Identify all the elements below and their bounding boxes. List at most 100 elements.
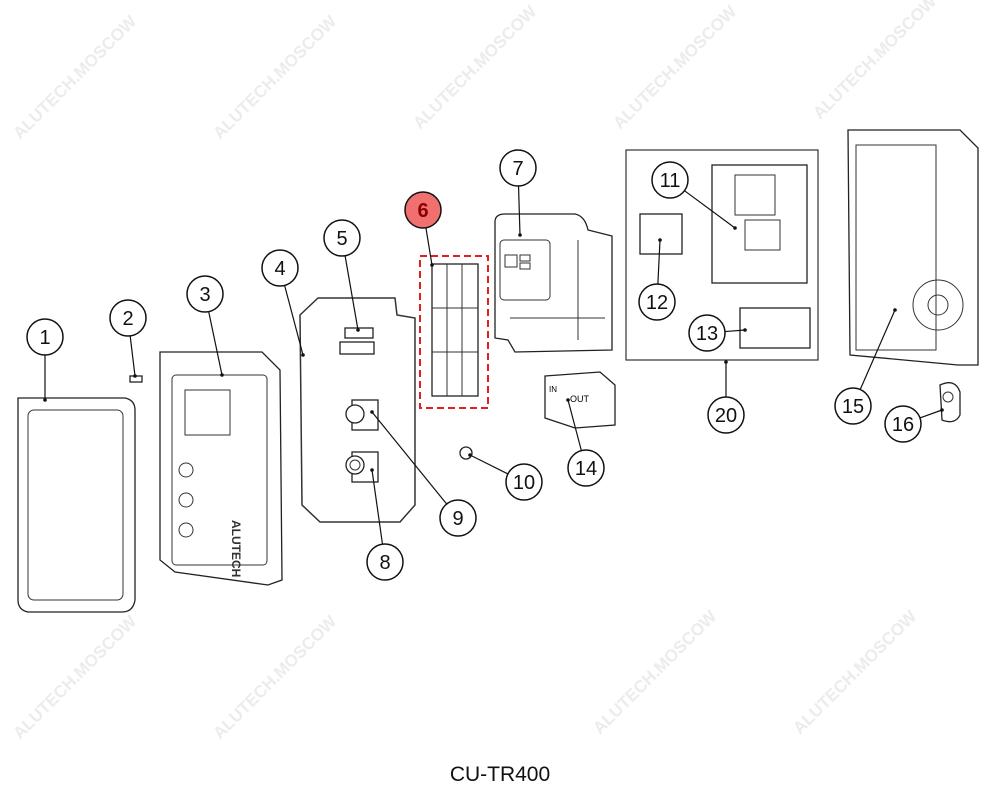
leader-line (344, 255, 359, 331)
callout-circle (638, 283, 676, 321)
watermark-text: ALUTECH.MOSCOW (409, 1, 541, 133)
callout-7: 7 (499, 149, 537, 237)
callout-circle (186, 275, 224, 313)
watermark-text: ALUTECH.MOSCOW (9, 611, 141, 743)
callout-16: 16 (884, 405, 944, 443)
in-label: IN (549, 385, 557, 394)
diagram-title: CU-TR400 (449, 763, 551, 786)
callout-number: 3 (199, 284, 210, 306)
leader-line (284, 285, 304, 356)
callout-9: 9 (370, 410, 477, 537)
callout-circle (651, 161, 689, 199)
watermark-text: ALUTECH.MOSCOW (9, 11, 141, 143)
callout-1: 1 (26, 318, 64, 402)
part-3-cover: ALUTECH (159, 351, 283, 586)
leader-line (517, 185, 521, 236)
callout-number: 16 (892, 414, 914, 436)
watermark-text: ALUTECH.MOSCOW (609, 1, 741, 133)
watermark-text: ALUTECH.MOSCOW (809, 0, 941, 123)
callout-number: 15 (842, 396, 864, 418)
leader-line (425, 227, 433, 266)
callout-14: 14 (566, 398, 605, 487)
leader-dot (940, 408, 944, 412)
callout-number: 13 (696, 323, 718, 345)
callout-circle (261, 249, 299, 287)
part-5-connectors (339, 327, 375, 355)
callout-number: 8 (379, 552, 390, 574)
callout-8: 8 (366, 468, 404, 581)
part-10-screw (459, 446, 473, 460)
leader-dot (430, 263, 434, 267)
callout-15: 15 (834, 308, 897, 425)
leader-line (919, 409, 943, 419)
watermark-text: ALUTECH.MOSCOW (209, 11, 341, 143)
callout-circle (404, 191, 442, 229)
callout-circle (499, 149, 537, 187)
brand-text: ALUTECH (229, 520, 243, 577)
part-6-fuse-block (419, 255, 489, 409)
leader-line (684, 190, 736, 229)
leader-line (469, 454, 509, 475)
leader-line (129, 335, 136, 377)
watermark-text: ALUTECH.MOSCOW (589, 606, 721, 738)
callout-circle (505, 463, 543, 501)
callout-number: 5 (336, 228, 347, 250)
callout-20: 20 (707, 360, 745, 434)
callout-5: 5 (323, 219, 361, 332)
callout-number: 10 (513, 472, 535, 494)
watermark-text: ALUTECH.MOSCOW (209, 611, 341, 743)
leader-dot (301, 353, 305, 357)
callout-number: 12 (646, 292, 668, 314)
leader-dot (518, 233, 522, 237)
callout-circle (884, 405, 922, 443)
leader-dot (356, 328, 360, 332)
leader-dot (893, 308, 897, 312)
callout-number: 9 (452, 508, 463, 530)
leader-dot (220, 373, 224, 377)
leader-line (724, 329, 746, 333)
callout-number: 6 (417, 200, 428, 222)
callout-3: 3 (186, 275, 224, 377)
callout-11: 11 (651, 161, 737, 230)
part-9-key-switch (345, 399, 379, 431)
callout-number: 7 (512, 158, 523, 180)
callout-number: 14 (575, 458, 597, 480)
callout-circle (366, 543, 404, 581)
leader-dot (133, 374, 137, 378)
callout-6: 6 (404, 191, 442, 267)
part-20-board-kit (625, 149, 819, 361)
part-14-switch-module: OUT IN (544, 371, 616, 429)
part-7-control-unit (494, 213, 613, 353)
callout-circle (707, 396, 745, 434)
part-8-button (345, 451, 379, 483)
callout-13: 13 (688, 314, 747, 352)
leader-line (371, 411, 448, 505)
watermark-text: ALUTECH.MOSCOW (789, 606, 921, 738)
callout-12: 12 (638, 238, 676, 321)
part-1-frame (17, 397, 136, 613)
leader-dot (733, 226, 737, 230)
callout-circle (26, 318, 64, 356)
callout-circle (323, 219, 361, 257)
callout-circle (439, 499, 477, 537)
callout-circle (567, 449, 605, 487)
callout-number: 11 (660, 170, 681, 192)
leader-line (567, 399, 582, 451)
callout-2: 2 (109, 299, 147, 378)
leader-dot (566, 398, 570, 402)
callout-number: 4 (274, 258, 285, 280)
leader-dot (658, 238, 662, 242)
leader-line (208, 311, 223, 376)
part-15-base (847, 129, 979, 366)
part-4-gasket (299, 297, 416, 523)
leader-dot (43, 398, 47, 402)
callout-circle (109, 299, 147, 337)
callout-circle (834, 387, 872, 425)
leader-dot (370, 410, 374, 414)
leader-dot (370, 468, 374, 472)
callout-circle (688, 314, 726, 352)
leader-dot (468, 453, 472, 457)
